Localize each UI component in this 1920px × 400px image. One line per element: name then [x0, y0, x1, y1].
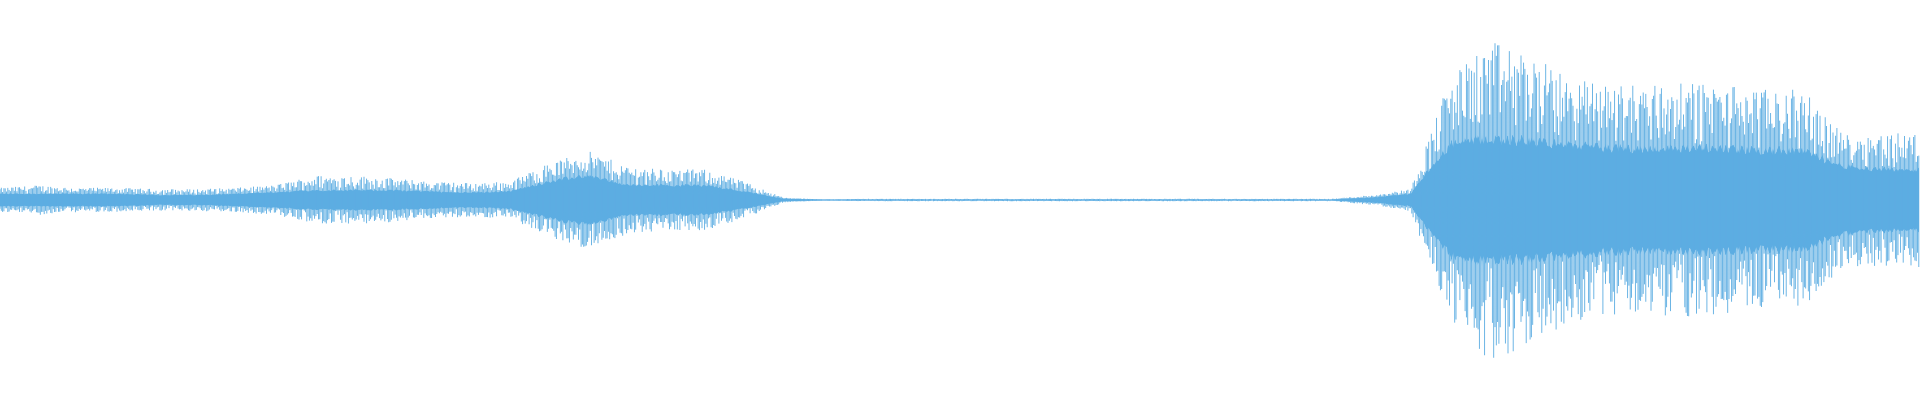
waveform-peak-lines	[0, 43, 1920, 358]
